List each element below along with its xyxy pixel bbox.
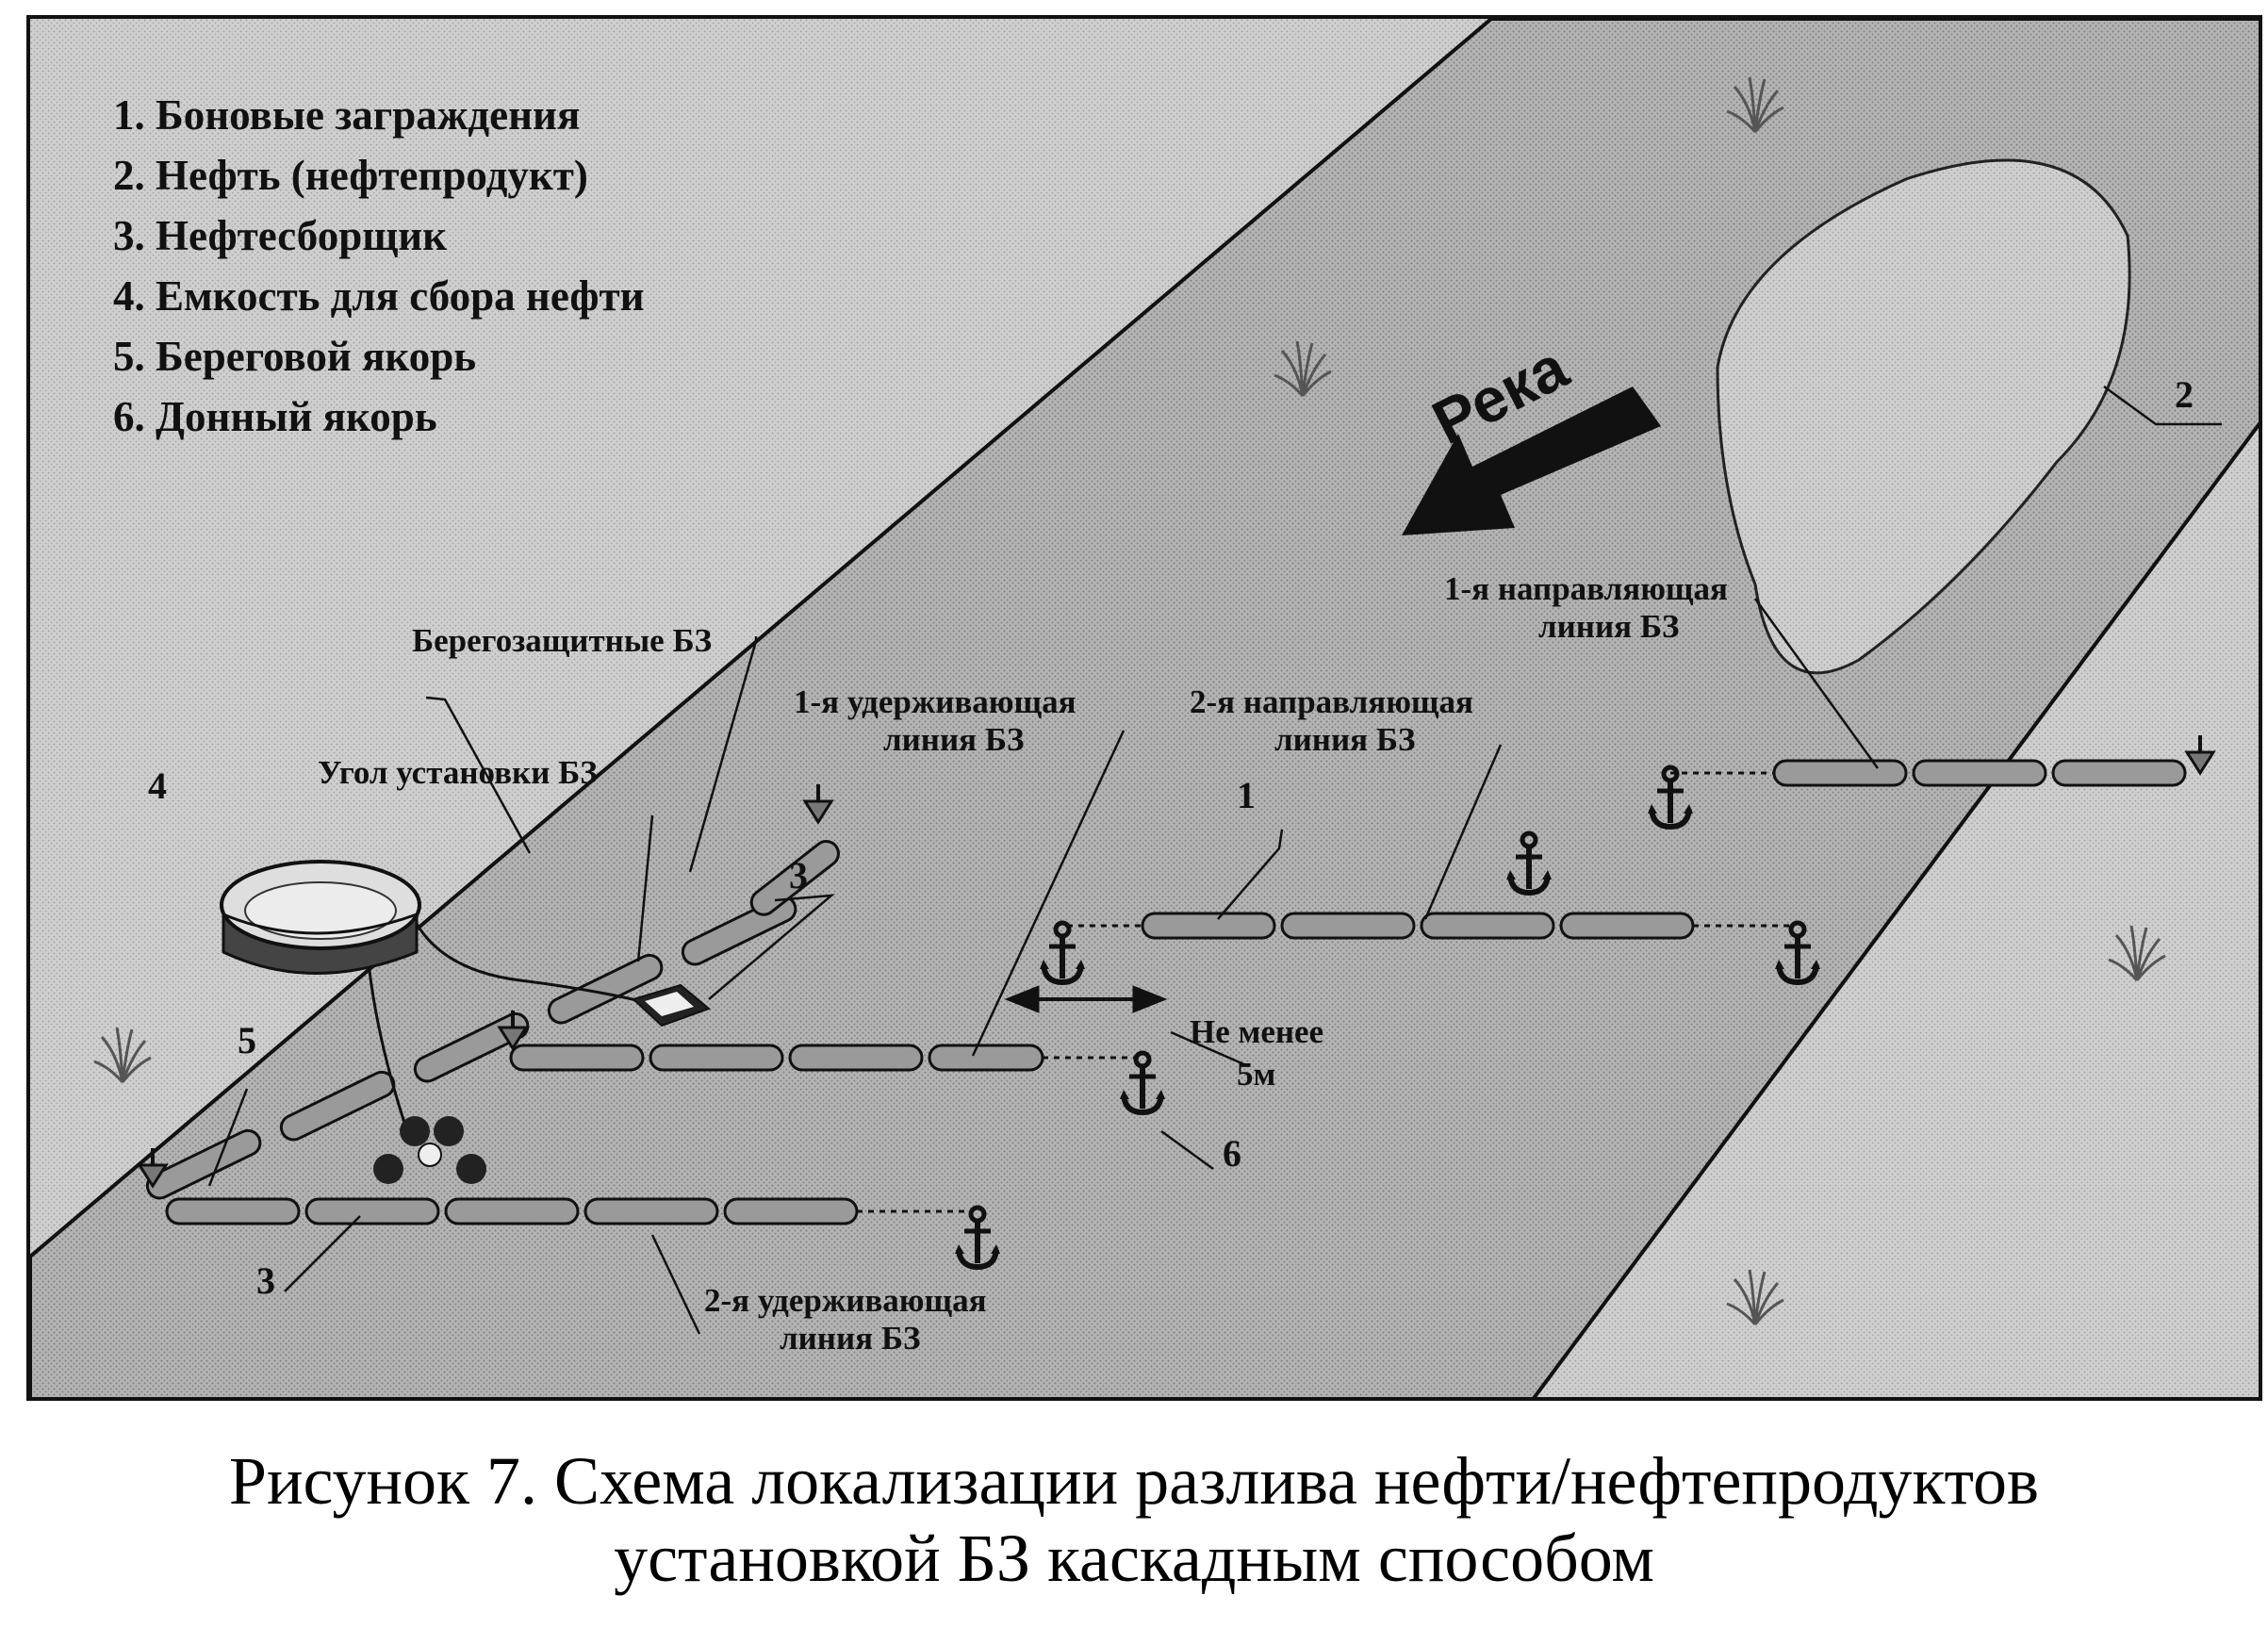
callout-3-skimmer-b: 3 bbox=[256, 1259, 275, 1302]
label-install-angle: Угол установки БЗ bbox=[318, 754, 598, 791]
legend: 1. Боновые заграждения 2. Нефть (нефтепр… bbox=[113, 85, 792, 447]
label-retain2-line1: 2-я удерживающая bbox=[704, 1282, 987, 1319]
legend-item-bottom-anchor: 6. Донный якорь bbox=[113, 393, 437, 440]
caption-line-1: Рисунок 7. Схема локализации разлива неф… bbox=[228, 1443, 2040, 1519]
label-retain2-line2: линия БЗ bbox=[780, 1320, 921, 1357]
min-distance-arrow bbox=[1004, 985, 1168, 1013]
retaining-line-2 bbox=[165, 1197, 973, 1225]
diagram-figure: 1. Боновые заграждения 2. Нефть (нефтепр… bbox=[26, 15, 2262, 1401]
callout-2: 2 bbox=[2175, 373, 2194, 416]
callout-3-skimmer: 3 bbox=[789, 854, 808, 896]
label-shore-booms: Берегозащитные БЗ bbox=[412, 622, 713, 659]
figure-caption: Рисунок 7. Схема локализации разлива неф… bbox=[0, 1442, 2268, 1597]
shore-protection-boom bbox=[145, 840, 840, 1200]
hose-line bbox=[368, 970, 409, 1132]
callout-4: 4 bbox=[148, 765, 167, 807]
legend-item-shore-anchor: 5. Береговой якорь bbox=[113, 333, 477, 380]
label-min-distance-2: 5м bbox=[1237, 1056, 1276, 1093]
legend-item-tank: 4. Емкость для сбора нефти bbox=[113, 272, 645, 320]
legend-item-booms: 1. Боновые заграждения bbox=[113, 91, 581, 139]
guide-line-2 bbox=[1067, 912, 1793, 940]
callout-1: 1 bbox=[1237, 774, 1256, 816]
legend-item-oil: 2. Нефть (нефтепродукт) bbox=[113, 152, 588, 199]
leader-lines bbox=[207, 385, 2222, 1335]
oil-slick bbox=[1716, 158, 2131, 675]
guide-line-1 bbox=[1670, 759, 2187, 787]
skimmer-icon bbox=[373, 1116, 486, 1184]
label-min-distance-1: Не менее bbox=[1190, 1013, 1324, 1050]
skimmer-icon bbox=[632, 983, 711, 1028]
oil-tank-icon bbox=[220, 860, 421, 975]
diagram-canvas bbox=[30, 19, 2259, 1397]
river-flow-arrow bbox=[1402, 386, 1661, 535]
label-guide1-line2: линия БЗ bbox=[1538, 608, 1680, 645]
retaining-line-1 bbox=[509, 1044, 1142, 1072]
label-retain1-line2: линия БЗ bbox=[883, 721, 1025, 758]
callout-5: 5 bbox=[238, 1019, 256, 1061]
label-guide2-line2: линия БЗ bbox=[1274, 721, 1416, 758]
callout-6: 6 bbox=[1223, 1132, 1241, 1175]
legend-item-skimmer: 3. Нефтесборщик bbox=[113, 212, 448, 259]
label-guide2-line1: 2-я направляющая bbox=[1190, 683, 1473, 720]
label-guide1-line1: 1-я направляющая bbox=[1444, 570, 1728, 607]
label-retain1-line1: 1-я удерживающая bbox=[794, 683, 1076, 720]
caption-line-2: установкой БЗ каскадным способом bbox=[614, 1521, 1654, 1596]
hose-line bbox=[415, 923, 653, 1006]
